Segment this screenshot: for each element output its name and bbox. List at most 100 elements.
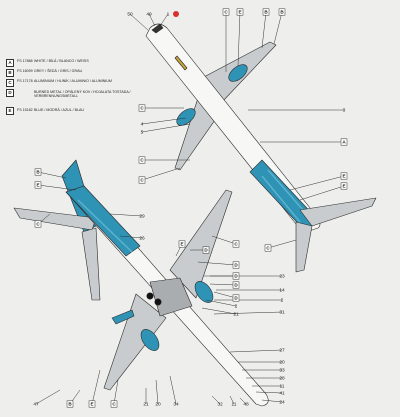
callout-tC1: C: [222, 8, 230, 16]
callout-text: E: [90, 402, 93, 407]
callout-bE3: E: [88, 400, 96, 408]
legend-key: E: [6, 107, 14, 116]
callout-text: 20: [279, 360, 285, 366]
legend-row-blue: E FS 15182 BLUE / MODRÁ / AZUL / BLAU: [6, 107, 166, 116]
callout-tC5: C: [264, 244, 272, 252]
callout-line: [141, 167, 181, 181]
callout-text: 20: [155, 402, 161, 408]
callout-text: 28: [279, 376, 285, 382]
callout-b20: 20: [279, 360, 285, 366]
callout-text: 5: [141, 130, 144, 136]
callout-b41: 41: [279, 391, 285, 397]
top-fuselage-stripe: [174, 55, 188, 71]
legend-desc: BLUE / MODRÁ / AZUL / BLAU: [34, 107, 84, 112]
bottom-engine-left: [140, 329, 160, 351]
legend-key: A: [6, 58, 14, 67]
callout-line: [261, 11, 267, 49]
callout-text: E: [342, 184, 345, 189]
callout-tE3: E: [340, 182, 348, 190]
callout-text: B: [68, 402, 72, 407]
callout-bC6: C: [110, 400, 118, 408]
callout-text: 11: [280, 384, 285, 390]
callout-box: [264, 244, 272, 252]
callout-box: [138, 156, 146, 164]
callout-text: 34: [173, 402, 179, 408]
callout-box: [202, 246, 210, 254]
callout-text: D: [234, 283, 238, 288]
callout-tC2: C: [138, 104, 146, 112]
legend-code: FS 17178: [17, 79, 33, 84]
callout-text: C: [266, 246, 270, 251]
callout-box: [340, 172, 348, 180]
callout-text: 23: [279, 274, 285, 280]
callout-b21a: 21: [233, 312, 239, 318]
callout-line: [129, 13, 149, 31]
top-tail-livery: [249, 159, 319, 233]
callout-tE2: E: [340, 172, 348, 180]
bottom-tail-livery: [65, 185, 141, 257]
legend-desc: GREY / ŠEDÁ / GRIS / GRAU: [34, 69, 83, 74]
callout-text: 14: [279, 288, 285, 294]
callout-text: C: [112, 402, 116, 407]
callout-line: [255, 391, 283, 394]
callout-tB2: B: [278, 8, 286, 16]
callout-text: 41: [279, 391, 285, 397]
callout-line: [109, 213, 143, 217]
callout-box: [88, 400, 96, 408]
callout-box: [340, 182, 348, 190]
callout-line: [91, 369, 101, 405]
callout-text: 26: [139, 236, 145, 242]
callout-line: [229, 395, 235, 405]
callout-box: [340, 138, 348, 146]
callout-leaders: [35, 11, 345, 405]
callout-box: [232, 272, 240, 280]
legend-desc: BURNED METAL / OPÁLENÝ KOV / HOJALATA TO…: [34, 89, 131, 98]
callout-text: 11: [232, 402, 237, 408]
legend-key: C: [6, 78, 14, 87]
callout-text: E: [342, 174, 345, 179]
callout-line: [119, 235, 143, 239]
callout-tA: A: [340, 138, 348, 146]
callout-t4: 4: [141, 122, 144, 128]
callout-text: D: [204, 248, 208, 253]
top-stabilizer-lower: [295, 221, 313, 273]
callout-box: [34, 181, 42, 189]
callout-line: [197, 261, 237, 266]
callout-line: [261, 399, 283, 403]
callout-bC2: C: [232, 240, 240, 248]
callout-text: C: [140, 106, 144, 111]
callout-text: E: [238, 10, 241, 15]
color-legend: A FS 17886 WHITE / BÍLÁ / BLANCO / WEISS…: [6, 58, 166, 117]
callout-b14: 14: [279, 288, 285, 294]
callout-text: A: [342, 140, 346, 145]
bottom-stabilizer-right: [81, 227, 101, 301]
callout-text: 48: [243, 402, 249, 408]
callout-box: [178, 240, 186, 248]
callout-box: [236, 8, 244, 16]
legend-row-white: A FS 17886 WHITE / BÍLÁ / BLANCO / WEISS: [6, 58, 166, 67]
callout-t49: 49: [146, 12, 152, 18]
callout-line: [148, 13, 156, 27]
top-engine-right: [176, 108, 196, 126]
callout-box: [138, 176, 146, 184]
callout-box: [232, 240, 240, 248]
callout-bB2: B: [66, 400, 74, 408]
callout-line: [267, 239, 297, 249]
legend-desc: ALUMINIUM / HLINÍK / ALUMINIO / ALUMINIU…: [34, 79, 112, 84]
bottom-fuselage-stripe: [111, 309, 135, 325]
callout-b24: 24: [279, 400, 285, 406]
top-nose-marker: [173, 11, 179, 17]
callout-b21b: 21: [143, 402, 149, 408]
callout-tE1: E: [236, 8, 244, 16]
callout-line: [273, 11, 283, 45]
callout-box: [278, 8, 286, 16]
callout-text: C: [140, 178, 144, 183]
top-engine-left: [228, 64, 248, 82]
callout-text: D: [234, 263, 238, 268]
callout-text: E: [180, 242, 183, 247]
callout-box: [110, 400, 118, 408]
callout-text: 33: [279, 368, 285, 374]
callout-text: 24: [279, 400, 285, 406]
legend-code: FS 16099: [17, 69, 33, 74]
